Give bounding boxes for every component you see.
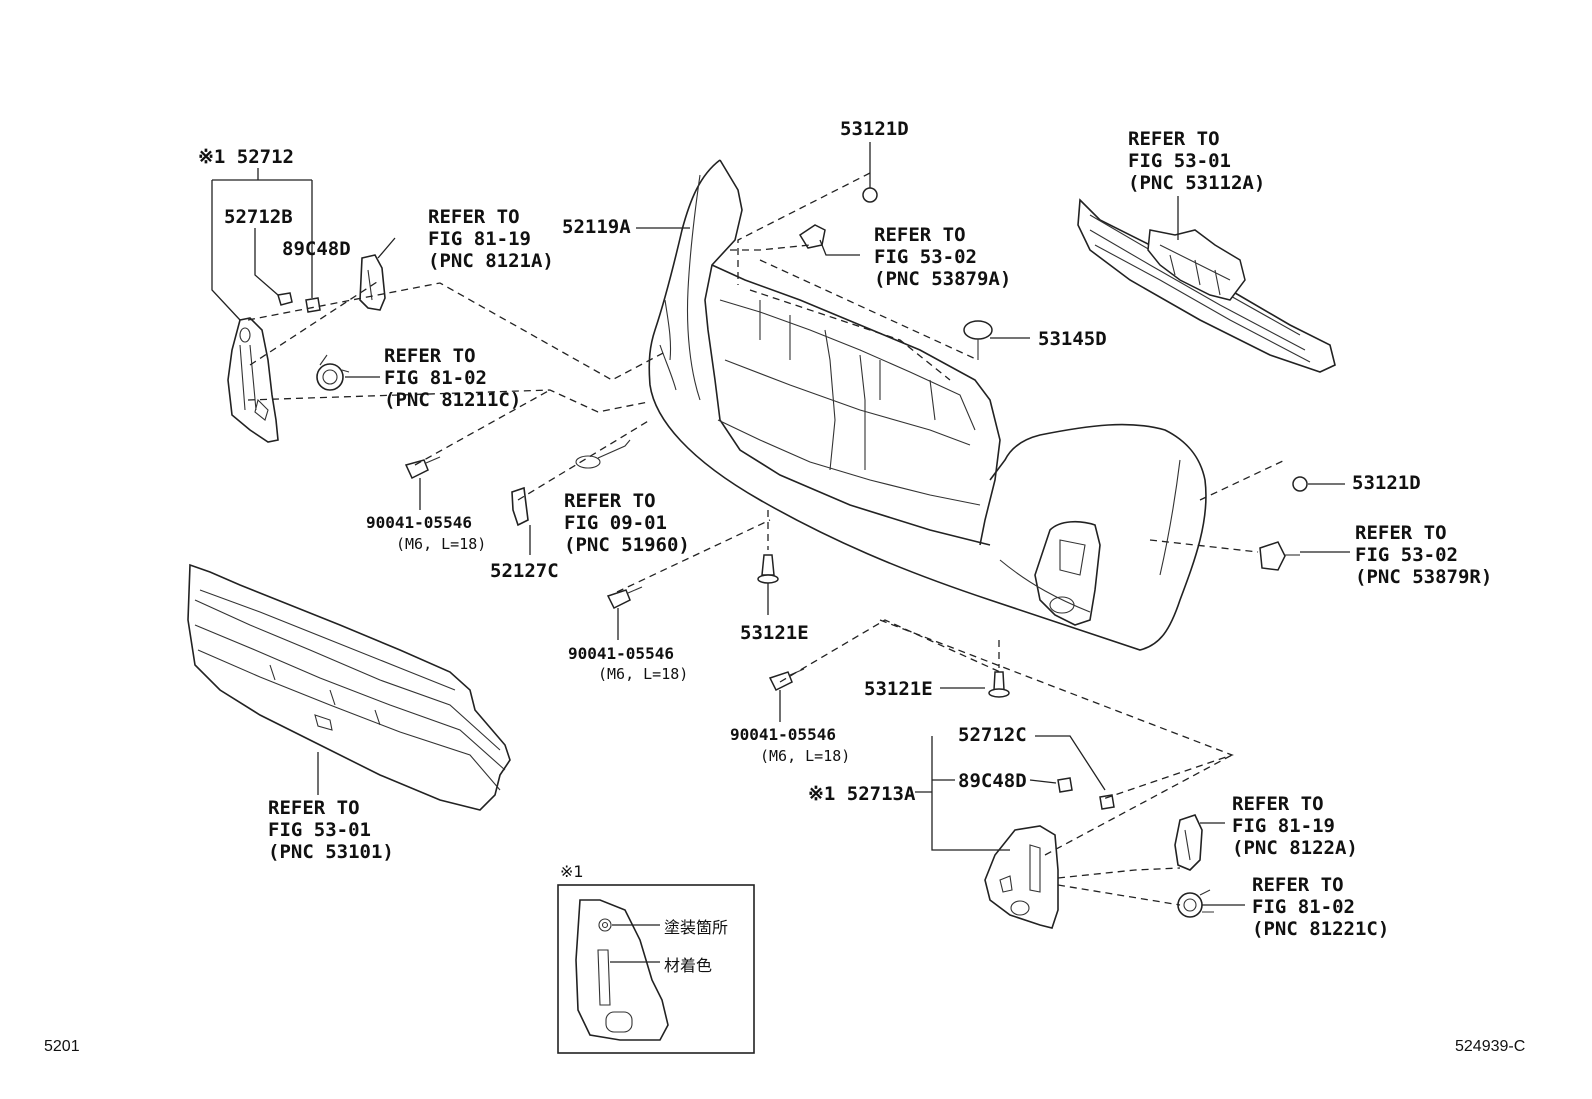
bolt2-part-number: 90041-05546: [568, 644, 674, 663]
refer-53879A-line1: REFER TO: [874, 224, 966, 246]
label-52713A: ※1 52713A: [808, 783, 916, 805]
label-53121D-top: 53121D: [840, 118, 909, 140]
refer-53112A-line2: FIG 53-01: [1128, 150, 1231, 172]
label-53121D-right: 53121D: [1352, 472, 1421, 494]
right-side-garnish: [984, 777, 1214, 929]
refer-53879R-line2: FIG 53-02: [1355, 544, 1458, 566]
refer-53879R-line3: (PNC 53879R): [1355, 566, 1493, 588]
refer-53101-line3: (PNC 53101): [268, 841, 394, 863]
label-89C48D-right: 89C48D: [958, 770, 1027, 792]
refer-81211C-line1: REFER TO: [384, 345, 476, 367]
left-side-garnish: [227, 254, 386, 443]
label-53121E-mid: 53121E: [740, 622, 809, 644]
bolt3-spec: (M6, L=18): [760, 747, 851, 765]
refer-53101-line2: FIG 53-01: [268, 819, 371, 841]
refer-51960-line3: (PNC 51960): [564, 534, 690, 556]
inset-mark: ※1: [560, 862, 584, 881]
refer-51960-line1: REFER TO: [564, 490, 656, 512]
refer-81221C-line1: REFER TO: [1252, 874, 1344, 896]
upper-grille-right: [1077, 198, 1336, 373]
bolt3-part-number: 90041-05546: [730, 725, 836, 744]
label-52127C: 52127C: [490, 560, 559, 582]
footer-left-code: 5201: [44, 1038, 80, 1055]
refer-8122A-line3: (PNC 8122A): [1232, 837, 1358, 859]
label-52712B: 52712B: [224, 206, 293, 228]
refer-81211C-line2: FIG 81-02: [384, 367, 487, 389]
footer-right-code: 524939-C: [1455, 1038, 1526, 1055]
refer-53879R-line1: REFER TO: [1355, 522, 1447, 544]
refer-81221C-line3: (PNC 81221C): [1252, 918, 1390, 940]
label-leader-lines: [211, 142, 1350, 906]
refer-8122A-line1: REFER TO: [1232, 793, 1324, 815]
refer-53112A-line1: REFER TO: [1128, 128, 1220, 150]
refer-8122A-line2: FIG 81-19: [1232, 815, 1335, 837]
inset-box: [557, 884, 755, 1054]
label-53121E-right: 53121E: [864, 678, 933, 700]
refer-53879A-line2: FIG 53-02: [874, 246, 977, 268]
refer-53101-line1: REFER TO: [268, 797, 360, 819]
refer-51960-line2: FIG 09-01: [564, 512, 667, 534]
inset-material-color-label: 材着色: [664, 956, 713, 975]
label-52712C: 52712C: [958, 724, 1027, 746]
refer-81211C-line3: (PNC 81211C): [384, 389, 522, 411]
bolt1-part-number: 90041-05546: [366, 513, 472, 532]
label-89C48D-left: 89C48D: [282, 238, 351, 260]
refer-81221C-line2: FIG 81-02: [1252, 896, 1355, 918]
refer-8121A-line2: FIG 81-19: [428, 228, 531, 250]
label-52119A: 52119A: [562, 216, 631, 238]
refer-8121A-line3: (PNC 8121A): [428, 250, 554, 272]
refer-53112A-line3: (PNC 53112A): [1128, 172, 1266, 194]
refer-8121A-line1: REFER TO: [428, 206, 520, 228]
front-bumper-cover: [648, 159, 1207, 651]
bolt2-spec: (M6, L=18): [598, 665, 689, 683]
bolt1-spec: (M6, L=18): [396, 535, 487, 553]
inset-painted-area-label: 塗装箇所: [664, 918, 729, 937]
lower-grille-left: [187, 563, 511, 811]
label-52712-group: ※1 52712: [198, 146, 294, 168]
refer-53879A-line3: (PNC 53879A): [874, 268, 1012, 290]
label-53145D: 53145D: [1038, 328, 1107, 350]
assembly-dashed-lines: [247, 172, 1286, 906]
